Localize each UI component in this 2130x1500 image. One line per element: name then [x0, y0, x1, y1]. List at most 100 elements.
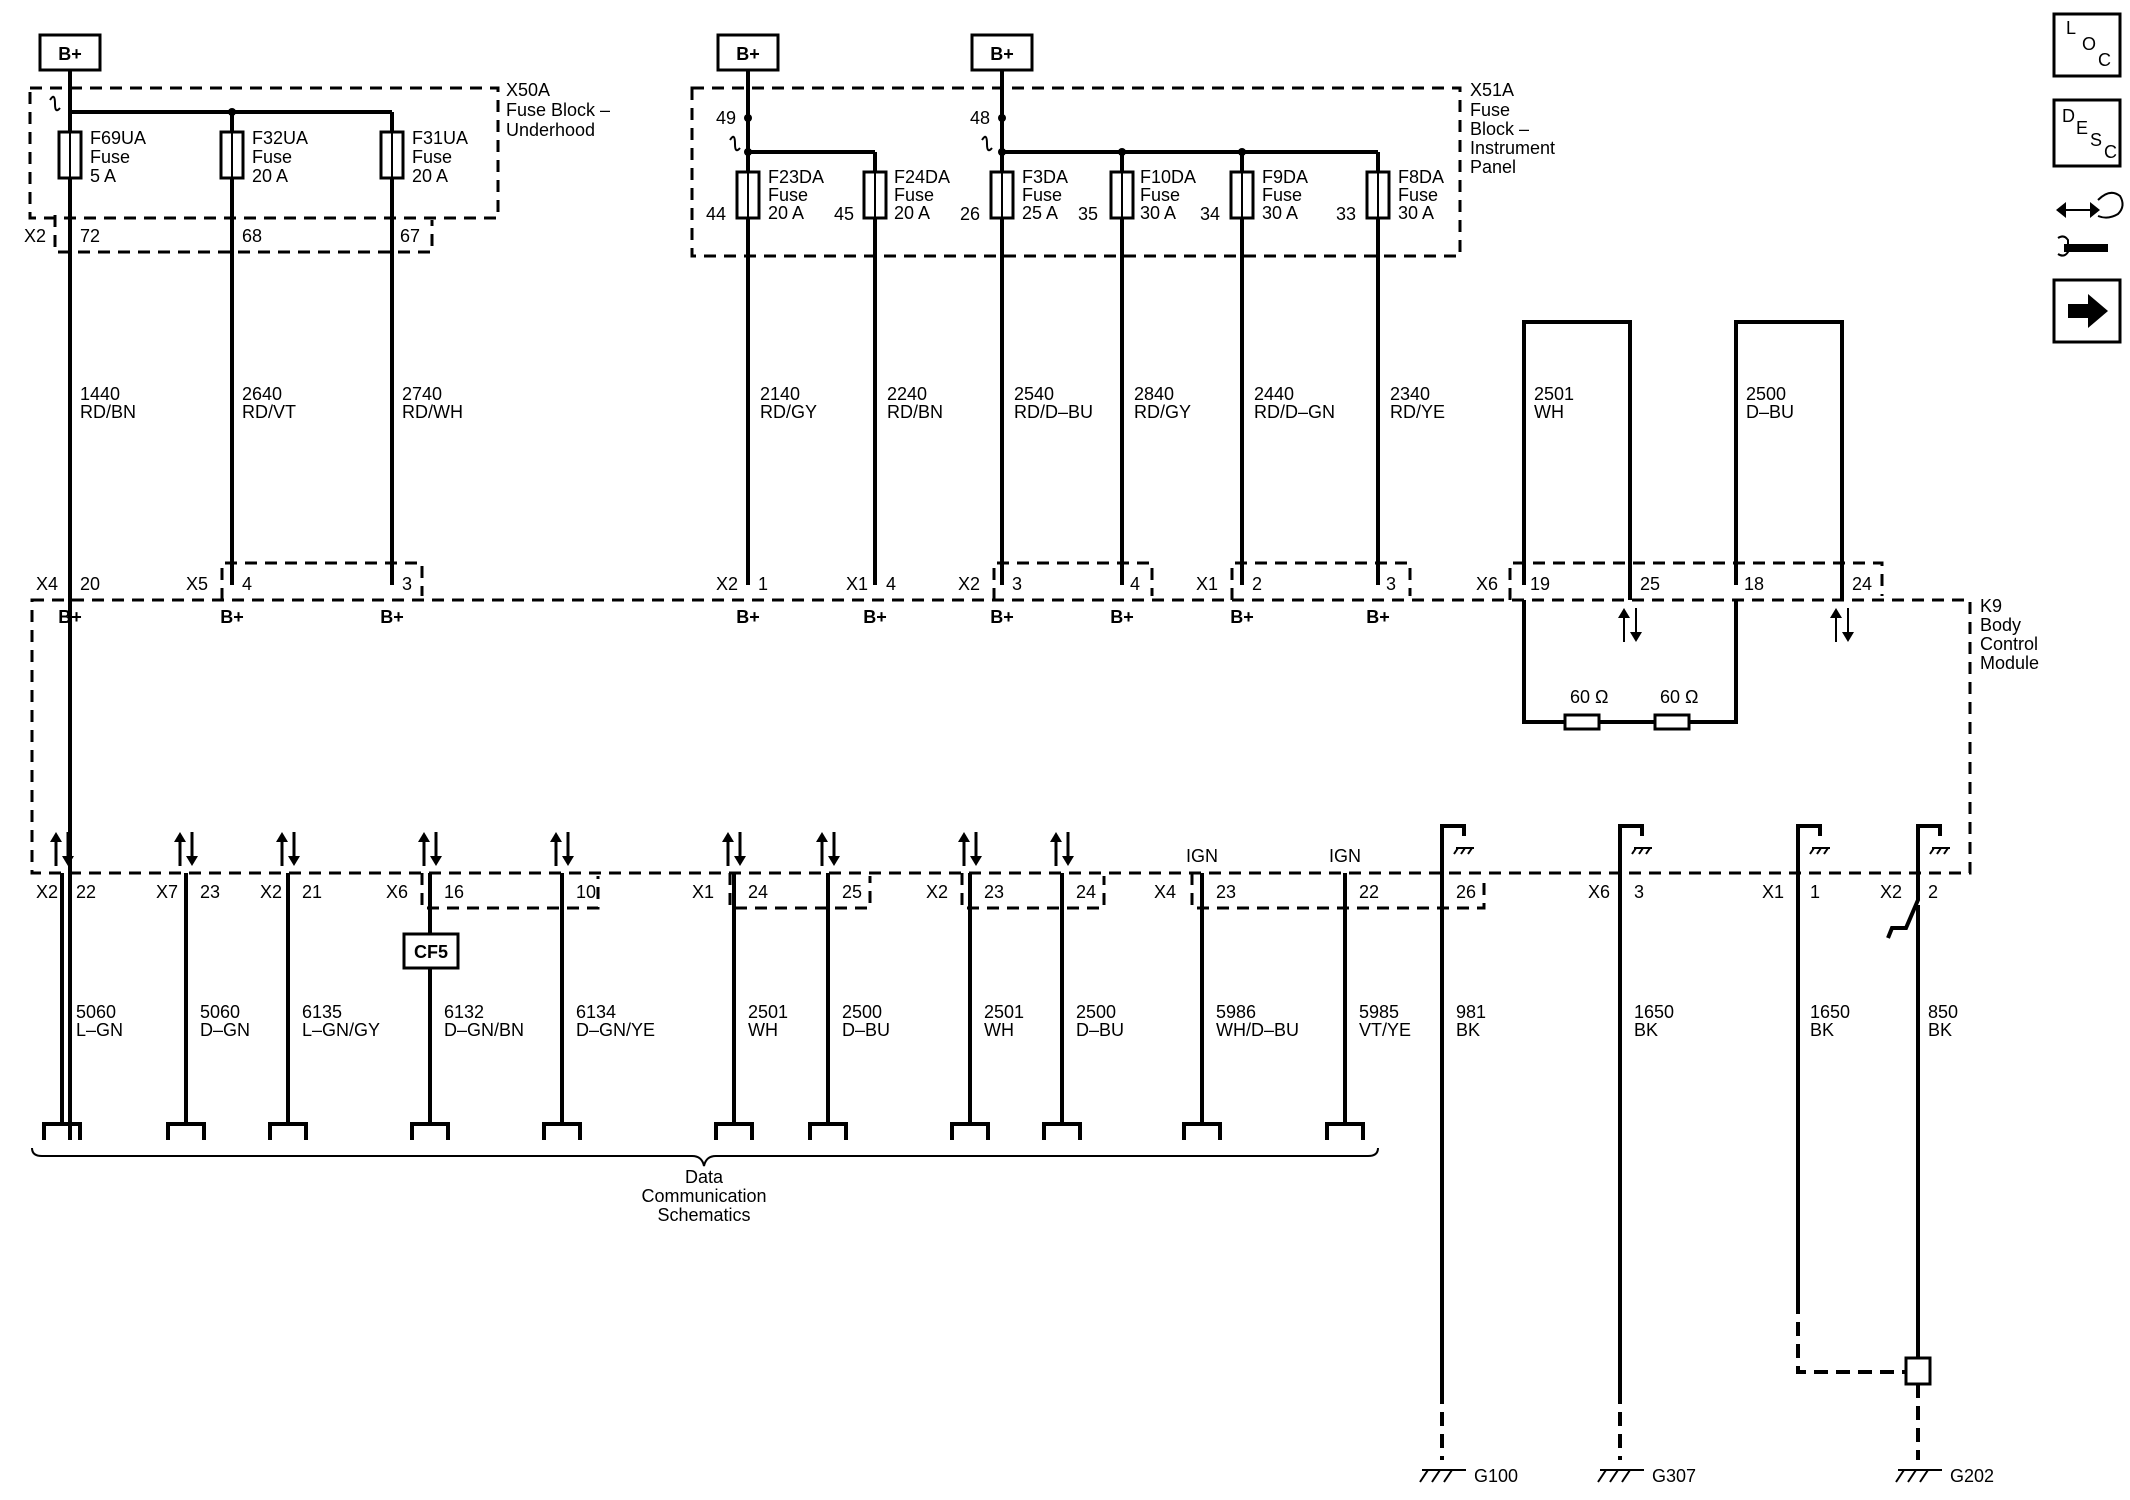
svg-text:Fuse: Fuse — [1262, 185, 1302, 205]
svg-text:26: 26 — [960, 204, 980, 224]
svg-text:X1: X1 — [1196, 574, 1218, 594]
svg-text:RD/GY: RD/GY — [760, 402, 817, 422]
circuit-number: 5986 — [1216, 1002, 1256, 1022]
terminal-icon — [1042, 1122, 1082, 1140]
svg-text:35: 35 — [1078, 204, 1098, 224]
pin-label: 23 — [984, 882, 1004, 902]
svg-text:F31UA: F31UA — [412, 128, 468, 148]
bidirectional-arrow-icon — [958, 832, 982, 866]
svg-text:CF5: CF5 — [414, 942, 448, 962]
svg-text:B+: B+ — [220, 607, 244, 627]
svg-text:45: 45 — [834, 204, 854, 224]
next-page-button[interactable] — [2052, 278, 2122, 344]
terminal-icon — [42, 1122, 82, 1140]
svg-text:4: 4 — [242, 574, 252, 594]
wire-color: VT/YE — [1359, 1020, 1411, 1040]
svg-text:F10DA: F10DA — [1140, 167, 1196, 187]
svg-text:BK: BK — [1928, 1020, 1952, 1040]
svg-text:X1: X1 — [846, 574, 868, 594]
svg-text:24: 24 — [1852, 574, 1872, 594]
terminal-icon — [808, 1122, 848, 1140]
svg-text:3: 3 — [402, 574, 412, 594]
svg-text:D: D — [2062, 106, 2075, 126]
svg-text:1: 1 — [758, 574, 768, 594]
bidirectional-arrow-icon — [1830, 608, 1854, 642]
svg-text:3: 3 — [1012, 574, 1022, 594]
supply-label: B+ — [58, 44, 82, 64]
svg-text:Communication: Communication — [641, 1186, 766, 1206]
desc-button[interactable]: D E S C — [2052, 98, 2122, 168]
wire-color: L–GN/GY — [302, 1020, 380, 1040]
svg-text:3: 3 — [1634, 882, 1644, 902]
svg-text:Fuse: Fuse — [1470, 100, 1510, 120]
connector-label: X2 — [926, 882, 948, 902]
svg-text:25: 25 — [1640, 574, 1660, 594]
wire-color: D–BU — [842, 1020, 890, 1040]
svg-text:Fuse: Fuse — [1140, 185, 1180, 205]
upper-connector-outlines — [220, 561, 1884, 600]
svg-text:F3DA: F3DA — [1022, 167, 1068, 187]
signal-label: IGN — [1329, 846, 1361, 866]
wire-color: L–GN — [76, 1020, 123, 1040]
svg-text:67: 67 — [400, 226, 420, 246]
svg-text:20 A: 20 A — [894, 203, 930, 223]
svg-text:5 A: 5 A — [90, 166, 116, 186]
ground-x1-1: X1 1 1650 BK — [1762, 824, 1908, 1374]
supply-label: B+ — [990, 44, 1014, 64]
svg-text:2: 2 — [1928, 882, 1938, 902]
bidirectional-arrow-icon — [722, 832, 746, 866]
circuit-number: 5060 — [76, 1002, 116, 1022]
svg-text:Fuse: Fuse — [412, 147, 452, 167]
svg-text:4: 4 — [1130, 574, 1140, 594]
svg-text:26: 26 — [1456, 882, 1476, 902]
svg-text:G307: G307 — [1652, 1466, 1696, 1486]
svg-text:Fuse: Fuse — [1022, 185, 1062, 205]
svg-text:Fuse Block –: Fuse Block – — [506, 100, 610, 120]
svg-text:Block –: Block – — [1470, 119, 1529, 139]
pin-label: 23 — [200, 882, 220, 902]
loc-button[interactable]: L O C — [2052, 12, 2122, 78]
ground-g202: G202 X2 2 850 BK — [1880, 824, 1994, 1486]
svg-text:1650: 1650 — [1634, 1002, 1674, 1022]
svg-text:72: 72 — [80, 226, 100, 246]
svg-text:981: 981 — [1456, 1002, 1486, 1022]
svg-text:Fuse: Fuse — [1398, 185, 1438, 205]
connector-label: X6 — [386, 882, 408, 902]
termination-resistors: 60 Ω 60 Ω — [1522, 600, 1738, 731]
svg-text:Panel: Panel — [1470, 157, 1516, 177]
bidirectional-arrow-icon — [174, 832, 198, 866]
svg-text:48: 48 — [970, 108, 990, 128]
svg-text:RD/D–GN: RD/D–GN — [1254, 402, 1335, 422]
svg-text:C: C — [2104, 142, 2117, 162]
svg-text:2640: 2640 — [242, 384, 282, 404]
can-loop-2501: 2501 WH — [1522, 320, 1632, 600]
svg-text:Fuse: Fuse — [894, 185, 934, 205]
pin-label: 24 — [748, 882, 768, 902]
supply-label: B+ — [736, 44, 760, 64]
connector-label: X7 — [156, 882, 178, 902]
svg-text:Underhood: Underhood — [506, 120, 595, 140]
module-supply-labels: B+ B+ B+ B+ B+ B+ B+ B+ B+ — [58, 607, 1390, 627]
svg-text:RD/VT: RD/VT — [242, 402, 296, 422]
svg-text:2340: 2340 — [1390, 384, 1430, 404]
svg-text:K9: K9 — [1980, 596, 2002, 616]
svg-text:C: C — [2098, 50, 2111, 70]
circuit-number: 5060 — [200, 1002, 240, 1022]
svg-text:F23DA: F23DA — [768, 167, 824, 187]
svg-text:34: 34 — [1200, 204, 1220, 224]
svg-text:X1: X1 — [1762, 882, 1784, 902]
bidirectional-arrow-icon — [418, 832, 442, 866]
svg-text:B+: B+ — [1230, 607, 1254, 627]
wire-color: WH — [984, 1020, 1014, 1040]
svg-text:X6: X6 — [1588, 882, 1610, 902]
svg-text:B+: B+ — [380, 607, 404, 627]
bidirectional-arrow-icon — [276, 832, 300, 866]
svg-text:2840: 2840 — [1134, 384, 1174, 404]
battery-supply-ip-1: B+ — [716, 33, 780, 72]
svg-text:Schematics: Schematics — [657, 1205, 750, 1225]
connector-service-button[interactable] — [2056, 191, 2124, 257]
svg-text:49: 49 — [716, 108, 736, 128]
